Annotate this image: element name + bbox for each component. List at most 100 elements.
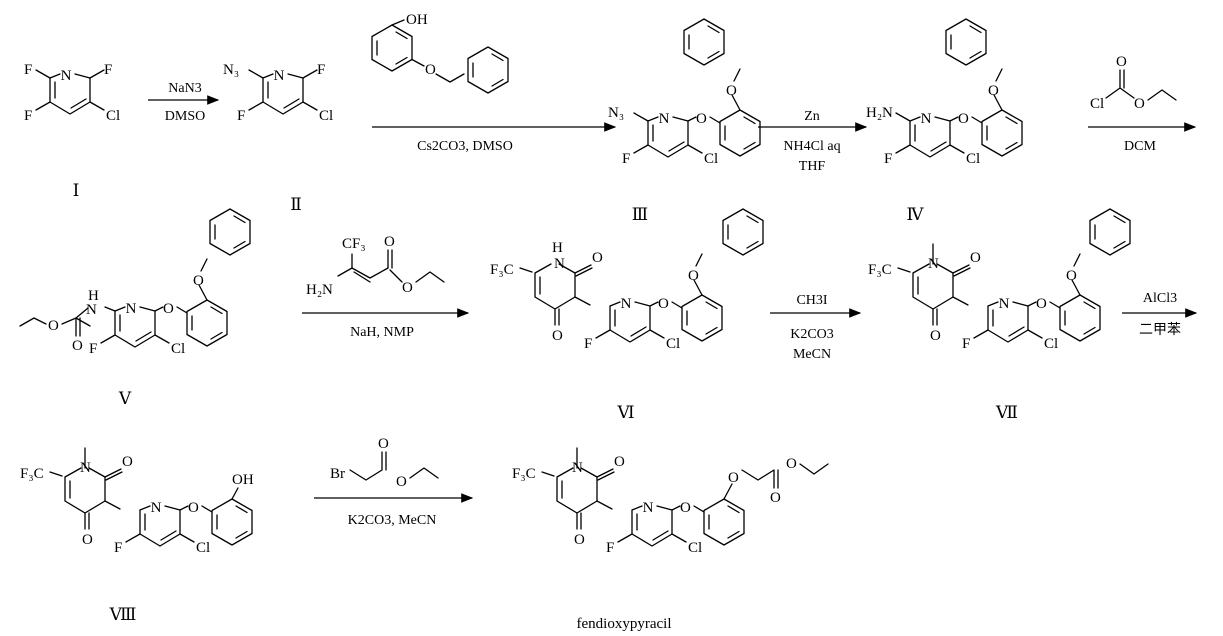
reagent-ch3i: CH3I — [796, 293, 827, 308]
svg-text:O: O — [930, 328, 941, 344]
svg-text:H₂N: H₂N — [306, 282, 333, 298]
svg-text:H: H — [552, 240, 563, 256]
svg-text:F₃C: F₃C — [490, 262, 514, 278]
svg-text:O: O — [574, 532, 585, 548]
arrow-step-8: Br O O K2CO3, MeCN — [314, 436, 474, 528]
reagent-k2co3-mecn: K2CO3, MeCN — [348, 513, 437, 528]
svg-text:N₃: N₃ — [608, 105, 624, 121]
svg-text:F₃C: F₃C — [868, 262, 892, 278]
svg-text:N: N — [86, 302, 97, 318]
svg-text:O: O — [396, 474, 407, 490]
svg-text:O: O — [688, 268, 699, 284]
svg-text:Cl: Cl — [1090, 96, 1104, 112]
compound-fendioxypyracil: F₃C N O O F Cl O O O O — [512, 447, 829, 556]
compound-7: F₃C N O O F Cl O O — [868, 208, 1131, 352]
svg-text:N: N — [572, 460, 583, 476]
svg-text:O: O — [552, 328, 563, 344]
svg-text:O: O — [384, 234, 395, 250]
svg-text:Cl: Cl — [966, 151, 980, 167]
label-compound-8: Ⅷ — [109, 605, 137, 624]
svg-text:O: O — [696, 111, 707, 127]
svg-text:O: O — [958, 111, 969, 127]
svg-text:O: O — [188, 500, 199, 516]
svg-text:Cl: Cl — [196, 540, 210, 556]
svg-text:N: N — [80, 460, 91, 476]
compound-6: F₃C H N O O F Cl O O — [490, 208, 764, 352]
svg-text:Cl: Cl — [666, 336, 680, 352]
svg-text:O: O — [614, 454, 625, 470]
svg-text:F₃C: F₃C — [20, 466, 44, 482]
svg-text:O: O — [658, 296, 669, 312]
svg-text:N₃: N₃ — [223, 62, 239, 78]
svg-text:O: O — [786, 456, 797, 472]
svg-text:Cl: Cl — [171, 341, 185, 357]
arrow-step-5: CF₃ H₂N O O NaH, NMP — [302, 234, 470, 340]
svg-text:O: O — [1116, 54, 1127, 70]
svg-text:F: F — [104, 62, 112, 78]
svg-text:F: F — [606, 540, 614, 556]
svg-text:OH: OH — [232, 472, 254, 488]
arrow-step-6: CH3I K2CO3 MeCN — [770, 293, 862, 362]
svg-text:Cl: Cl — [1044, 336, 1058, 352]
label-compound-5: Ⅴ — [118, 389, 132, 408]
svg-text:H₂N: H₂N — [866, 105, 893, 121]
svg-text:CF₃: CF₃ — [342, 236, 366, 252]
reagent-nh4cl: NH4Cl aq — [783, 139, 840, 154]
label-compound-4: Ⅳ — [907, 205, 925, 224]
svg-text:O: O — [378, 436, 389, 452]
svg-text:F: F — [114, 540, 122, 556]
svg-text:F₃C: F₃C — [512, 466, 536, 482]
svg-text:O: O — [1134, 96, 1145, 112]
label-compound-2: Ⅱ — [290, 195, 302, 214]
reagent-mecn: MeCN — [793, 347, 831, 362]
svg-text:O: O — [1066, 268, 1077, 284]
svg-text:F: F — [884, 151, 892, 167]
svg-text:O: O — [770, 490, 781, 506]
svg-text:O: O — [726, 83, 737, 99]
svg-text:O: O — [402, 280, 413, 296]
reagent-nah-nmp: NaH, NMP — [350, 325, 414, 340]
svg-text:Br: Br — [330, 466, 345, 482]
svg-text:O: O — [988, 83, 999, 99]
svg-text:N: N — [554, 256, 565, 272]
reagent-thf: THF — [799, 159, 826, 174]
svg-text:F: F — [962, 336, 970, 352]
svg-text:O: O — [680, 500, 691, 516]
arrow-step-2: OH O Cs2CO3, DMSO — [371, 12, 617, 154]
svg-text:H: H — [88, 288, 99, 304]
label-compound-7: Ⅶ — [995, 403, 1018, 422]
svg-text:F: F — [622, 151, 630, 167]
label-compound-1: Ⅰ — [73, 181, 80, 200]
compound-1: F F F Cl — [24, 62, 120, 124]
svg-text:F: F — [24, 108, 32, 124]
svg-text:O: O — [122, 454, 133, 470]
svg-text:F: F — [584, 336, 592, 352]
arrow-step-7: AlCl3 二甲苯 — [1122, 291, 1198, 338]
compound-3: N₃ F Cl O O — [608, 18, 761, 167]
arrow-step-4: Cl O O DCM — [1088, 54, 1197, 154]
reagent-cs2co3-dmso: Cs2CO3, DMSO — [417, 139, 513, 154]
svg-text:Cl: Cl — [106, 108, 120, 124]
svg-text:F: F — [24, 62, 32, 78]
svg-text:O: O — [970, 250, 981, 266]
svg-text:Cl: Cl — [319, 108, 333, 124]
svg-text:F: F — [89, 341, 97, 357]
compound-2: N₃ F F Cl — [223, 62, 333, 124]
svg-text:F: F — [237, 108, 245, 124]
reagent-alcl3: AlCl3 — [1143, 291, 1177, 306]
svg-text:O: O — [425, 62, 436, 78]
svg-text:O: O — [82, 532, 93, 548]
svg-text:O: O — [193, 273, 204, 289]
svg-text:OH: OH — [406, 12, 428, 28]
label-compound-fendioxypyracil: fendioxypyracil — [577, 616, 672, 632]
svg-text:Cl: Cl — [688, 540, 702, 556]
reagent-nan3: NaN3 — [168, 81, 201, 96]
svg-text:O: O — [592, 250, 603, 266]
reagent-dcm: DCM — [1124, 139, 1156, 154]
svg-text:O: O — [163, 301, 174, 317]
svg-text:O: O — [728, 470, 739, 486]
svg-text:F: F — [317, 62, 325, 78]
reagent-k2co3: K2CO3 — [790, 327, 834, 342]
reagent-xylene: 二甲苯 — [1139, 321, 1181, 338]
